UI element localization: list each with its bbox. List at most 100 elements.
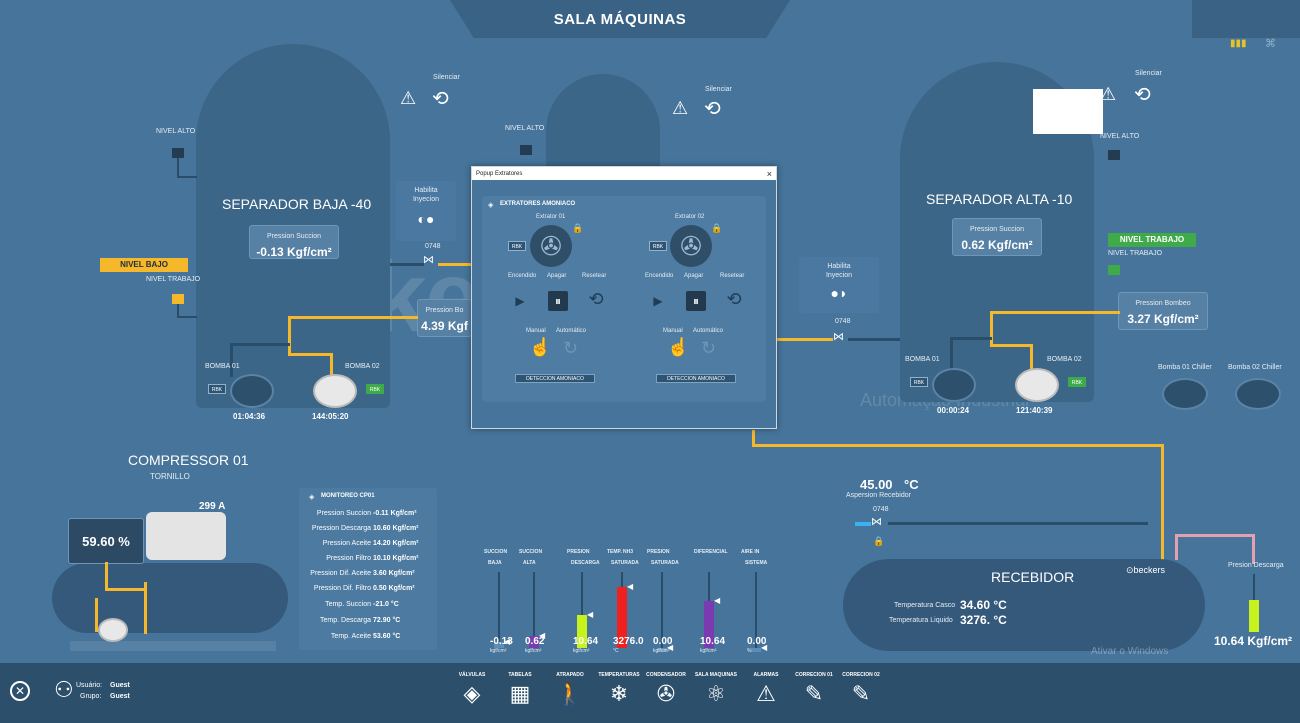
bar-label: PRESION bbox=[647, 549, 670, 555]
footer-bar bbox=[0, 663, 1300, 723]
alarm-icon[interactable]: ⚠ bbox=[1100, 84, 1117, 104]
nivel-bajo-tag: NIVEL BAJO bbox=[100, 258, 188, 272]
nav-button[interactable]: SALA MAQUINAS⚛ bbox=[691, 672, 741, 707]
nivel-trabajo-indicator bbox=[1108, 265, 1120, 275]
pipe bbox=[777, 338, 833, 341]
rbk-badge: RBK bbox=[910, 377, 928, 387]
user-icon: ⚇ bbox=[54, 677, 74, 702]
auto-refresh-icon[interactable]: ↻ bbox=[563, 338, 579, 358]
lock-icon[interactable]: 🔒 bbox=[572, 223, 584, 233]
pause-button[interactable]: ⏸ bbox=[548, 291, 568, 311]
user-value: Guest bbox=[110, 682, 130, 689]
bomba02-label: BOMBA 02 bbox=[1047, 356, 1082, 363]
nav-label: CORRECION 01 bbox=[795, 672, 833, 678]
chiller-pump-02[interactable] bbox=[1235, 378, 1281, 410]
deteccion-amoniaco-button[interactable]: DETECCION AMONIACO bbox=[515, 374, 595, 383]
start-button[interactable]: ▶ bbox=[653, 294, 663, 308]
bar-track bbox=[498, 572, 500, 648]
pipe bbox=[177, 176, 197, 178]
pipe bbox=[990, 311, 1120, 314]
bar-label: SUCCION bbox=[484, 549, 508, 555]
pression-bombeo-value: 4.39 Kgf bbox=[421, 319, 468, 333]
nav-icon: ✇ bbox=[656, 681, 676, 706]
chiller-pump-01[interactable] bbox=[1162, 378, 1208, 410]
lock-icon[interactable]: 🔒 bbox=[873, 536, 885, 546]
manual-hand-icon[interactable]: ☝ bbox=[667, 337, 690, 357]
silenciar-label: Silenciar bbox=[433, 74, 460, 81]
bar-value: 3276.0 bbox=[613, 636, 644, 647]
pump-motor-02[interactable] bbox=[1015, 368, 1059, 402]
pump-motor-01[interactable] bbox=[230, 374, 274, 408]
silence-icon[interactable]: ⟲ bbox=[1134, 84, 1151, 106]
separador-alta-pressure-label: Pression Succion bbox=[969, 226, 1025, 233]
pipe bbox=[330, 353, 333, 377]
alarm-icon[interactable]: ⚠ bbox=[672, 98, 689, 118]
bar-value: 10.64 bbox=[700, 636, 726, 647]
oil-pump-motor[interactable] bbox=[98, 618, 128, 642]
pipe bbox=[105, 588, 145, 591]
auto-refresh-icon[interactable]: ↻ bbox=[701, 338, 717, 358]
rbk-badge: RBK bbox=[508, 241, 526, 251]
habilita-inyecion-alta[interactable]: Habilita Inyecion ●◗ bbox=[799, 257, 879, 313]
nav-button[interactable]: CORRECION 01✎ bbox=[789, 672, 839, 707]
manual-hand-icon[interactable]: ☝ bbox=[529, 337, 552, 357]
pump-motor-01[interactable] bbox=[932, 368, 976, 402]
popup-close-button[interactable]: × bbox=[766, 168, 772, 179]
start-button[interactable]: ▶ bbox=[515, 294, 525, 308]
bomba02-label: BOMBA 02 bbox=[345, 363, 380, 370]
nivel-alto-indicator bbox=[172, 148, 184, 158]
descarga-label: Presion Descarga bbox=[1228, 562, 1284, 569]
nivel-alto-indicator bbox=[1108, 150, 1120, 160]
bar-label: ALTA bbox=[523, 560, 536, 566]
pipe bbox=[1175, 534, 1178, 560]
bar-level-fill bbox=[751, 648, 761, 652]
bar-level-fill bbox=[577, 615, 587, 648]
nav-button[interactable]: TABELAS▦ bbox=[495, 672, 545, 707]
valve-icon[interactable]: ⋈ bbox=[871, 516, 882, 528]
pump-motor-02[interactable] bbox=[313, 374, 357, 408]
silence-icon[interactable]: ⟲ bbox=[704, 98, 721, 120]
pipe bbox=[288, 316, 291, 356]
pipe bbox=[752, 444, 1164, 447]
middle-tank bbox=[546, 74, 660, 174]
nav-button[interactable]: ATRAPADO🚶 bbox=[545, 672, 595, 707]
temp-casco-value: 34.60 °C bbox=[960, 598, 1007, 612]
valve-icon[interactable]: ⋈ bbox=[833, 331, 844, 343]
section-diamond-icon: ◈ bbox=[488, 202, 494, 209]
valve-tag: 0748 bbox=[425, 243, 441, 250]
valve-icon[interactable]: ⋈ bbox=[423, 254, 434, 266]
reset-button[interactable]: ⟲ bbox=[726, 288, 742, 309]
descarga-level-fill bbox=[1249, 600, 1259, 632]
monitor-label: Temp. Succion bbox=[325, 601, 371, 608]
extrator02-fan-icon[interactable]: ✇ bbox=[670, 225, 712, 267]
bar-pointer-icon: ◀ bbox=[714, 596, 721, 605]
nav-button[interactable]: CONDENSADOR✇ bbox=[641, 672, 691, 707]
recebidor-brand: ⊙beckers bbox=[1126, 565, 1166, 575]
bar-label: SATURADA bbox=[611, 560, 639, 566]
compressor-motor[interactable] bbox=[146, 512, 226, 560]
close-icon[interactable]: ✕ bbox=[10, 681, 30, 701]
thermometer-icon[interactable]: ⌘ bbox=[1265, 38, 1276, 50]
monitor-label: Pression Filtro bbox=[326, 555, 371, 562]
silence-icon[interactable]: ⟲ bbox=[432, 88, 449, 110]
silenciar-label: Silenciar bbox=[705, 86, 732, 93]
nav-button[interactable]: VÁLVULAS◈ bbox=[447, 672, 497, 707]
chart-icon[interactable]: ▮▮▮ bbox=[1230, 38, 1247, 49]
separador-alta-pressure: Pression Succion 0.62 Kgf/cm² bbox=[952, 218, 1042, 256]
toggle-icon: ◐● bbox=[417, 211, 435, 227]
nav-button[interactable]: ALARMAS⚠ bbox=[741, 672, 791, 707]
extrator01-title: Extrator 01 bbox=[536, 214, 566, 220]
pipe bbox=[752, 430, 755, 446]
nav-button[interactable]: CORRECION 02✎ bbox=[836, 672, 886, 707]
reset-button[interactable]: ⟲ bbox=[588, 288, 604, 309]
deteccion-amoniaco-button[interactable]: DETECCION AMONIACO bbox=[656, 374, 736, 383]
nav-button[interactable]: TEMPERATURAS❄ bbox=[594, 672, 644, 707]
resetear-label: Resetear bbox=[582, 273, 607, 279]
alarm-icon[interactable]: ⚠ bbox=[400, 88, 417, 108]
compressor-tank bbox=[52, 563, 288, 633]
lock-icon[interactable]: 🔒 bbox=[711, 223, 723, 233]
bar-label: SUCCION bbox=[519, 549, 543, 555]
pause-button[interactable]: ⏸ bbox=[686, 291, 706, 311]
extrator01-fan-icon[interactable]: ✇ bbox=[530, 225, 572, 267]
habilita-inyecion-baja[interactable]: Habilita Inyecion ◐● bbox=[396, 181, 456, 241]
